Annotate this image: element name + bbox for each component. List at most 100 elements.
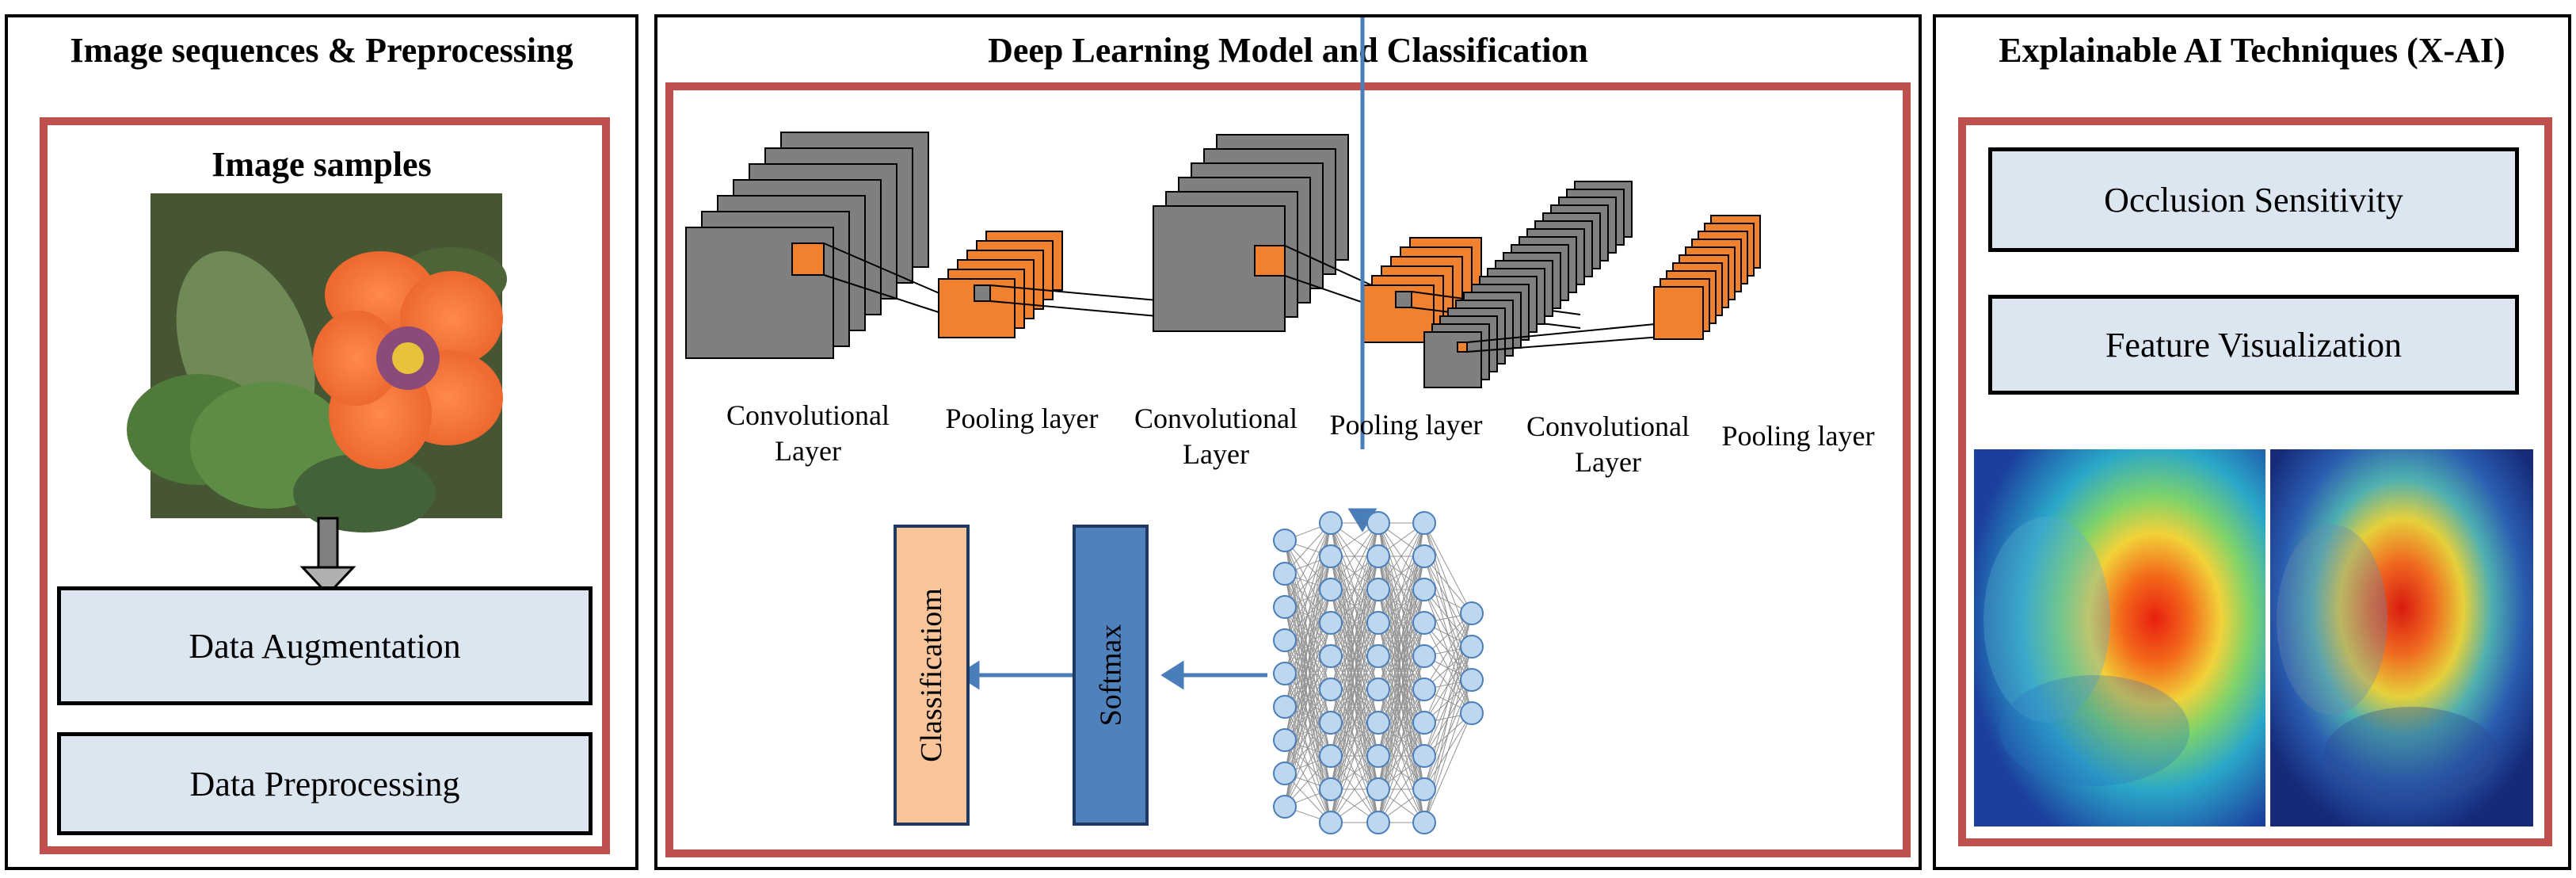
network-connection <box>1378 522 1425 790</box>
network-connection <box>1378 755 1425 823</box>
neuron <box>1366 678 1390 701</box>
network-connection <box>1423 679 1473 823</box>
neuron <box>1319 611 1343 635</box>
neuron <box>1273 562 1297 586</box>
conv-layer-2 <box>1153 134 1411 332</box>
heatmap-images <box>1974 449 2533 826</box>
neuron <box>1319 744 1343 768</box>
layer-label-pool-3: Pooling layer <box>1721 420 1875 452</box>
model-frame <box>665 82 1911 857</box>
neuron <box>1412 711 1436 735</box>
neuron <box>1412 611 1436 635</box>
panel-xai: Explainable AI Techniques (X-AI) Occlusi… <box>1933 14 2571 870</box>
image-samples-label: Image samples <box>211 145 432 184</box>
layer-label-pool-1: Pooling layer <box>945 403 1099 434</box>
pool-layer-2 <box>1362 237 1581 343</box>
neuron <box>1460 635 1484 658</box>
pool-layer-3 <box>1653 215 1761 340</box>
neuron <box>1273 662 1297 685</box>
neuron <box>1412 644 1436 668</box>
network-connection <box>1330 689 1379 823</box>
neuron <box>1319 777 1343 801</box>
neuron <box>1273 762 1297 785</box>
panel-title: Image sequences & Preprocessing <box>70 31 574 70</box>
network-connection <box>1423 712 1473 823</box>
neuron <box>1412 544 1436 568</box>
neuron <box>1412 811 1436 834</box>
network-connection <box>1284 722 1332 807</box>
network-connection <box>1423 555 1473 614</box>
network-connection <box>1330 755 1379 823</box>
neuron <box>1460 668 1484 692</box>
neuron <box>1412 578 1436 601</box>
neuron <box>1366 777 1390 801</box>
neuron <box>1366 811 1390 834</box>
classification-box: Classificatiom <box>894 525 970 826</box>
neuron <box>1273 529 1297 552</box>
neuron <box>1366 544 1390 568</box>
neuron <box>1319 511 1343 535</box>
neuron <box>1366 578 1390 601</box>
neuron <box>1460 601 1484 625</box>
neurons <box>1273 511 1484 834</box>
neuron <box>1366 711 1390 735</box>
network-connection <box>1423 613 1473 723</box>
neuron <box>1273 728 1297 752</box>
network-connection <box>1330 522 1379 624</box>
network-connection <box>1378 522 1425 624</box>
neuron <box>1366 744 1390 768</box>
panel-title: Deep Learning Model and Classification <box>988 31 1588 70</box>
network-connection <box>1423 522 1473 614</box>
conv-layer-1 <box>685 132 971 359</box>
neuron <box>1366 511 1390 535</box>
network-connection <box>1284 522 1332 608</box>
network-connection <box>1284 522 1332 807</box>
cnn-architecture-diagram <box>685 17 1761 834</box>
neuron <box>1319 544 1343 568</box>
network-connection <box>1378 722 1425 823</box>
network-connection <box>1330 555 1379 823</box>
neuron <box>1460 701 1484 725</box>
layer-label-pool-2: Pooling layer <box>1329 409 1483 441</box>
neuron <box>1412 777 1436 801</box>
panel-title: Explainable AI Techniques (X-AI) <box>1999 31 2506 70</box>
neuron <box>1273 628 1297 652</box>
network-connection <box>1284 522 1332 641</box>
neuron <box>1273 595 1297 619</box>
neuron <box>1319 644 1343 668</box>
data-preprocessing-box: Data Preprocessing <box>57 732 593 835</box>
flower-sample-image <box>127 193 507 597</box>
neuron <box>1319 811 1343 834</box>
panel-preprocessing: Image sequences & Preprocessing Image sa… <box>5 14 638 870</box>
network-connection <box>1423 613 1473 757</box>
xai-frame <box>1958 117 2552 846</box>
panel-deep-learning: Deep Learning Model and Classification <box>654 14 1922 870</box>
network-connection <box>1330 522 1379 823</box>
neuron <box>1366 644 1390 668</box>
network-connection <box>1423 613 1473 690</box>
network-connection <box>1284 689 1332 807</box>
classification-label: Classificatiom <box>915 588 948 762</box>
network-connection <box>1330 522 1379 590</box>
neuron <box>1412 744 1436 768</box>
neuron <box>1412 511 1436 535</box>
neuron <box>1273 795 1297 819</box>
layer-label-conv-1: Convolutional Layer <box>726 399 890 467</box>
data-augmentation-box: Data Augmentation <box>57 586 593 705</box>
neuron <box>1273 695 1297 719</box>
network-connection <box>1330 522 1379 790</box>
network-connection <box>1378 522 1425 657</box>
softmax-label: Softmax <box>1094 624 1127 727</box>
neuron <box>1366 611 1390 635</box>
neuron <box>1319 711 1343 735</box>
neuron <box>1319 678 1343 701</box>
layer-label-conv-2: Convolutional Layer <box>1134 403 1298 470</box>
pool-layer-1 <box>938 231 1229 338</box>
softmax-box: Softmax <box>1073 525 1149 826</box>
occlusion-sensitivity-box: Occlusion Sensitivity <box>1988 147 2519 252</box>
network-connection <box>1330 722 1379 823</box>
preprocessing-frame <box>40 117 610 854</box>
network-connection <box>1378 522 1425 823</box>
conv-layer-3 <box>1423 181 1672 388</box>
feature-visualization-box: Feature Visualization <box>1988 295 2519 395</box>
